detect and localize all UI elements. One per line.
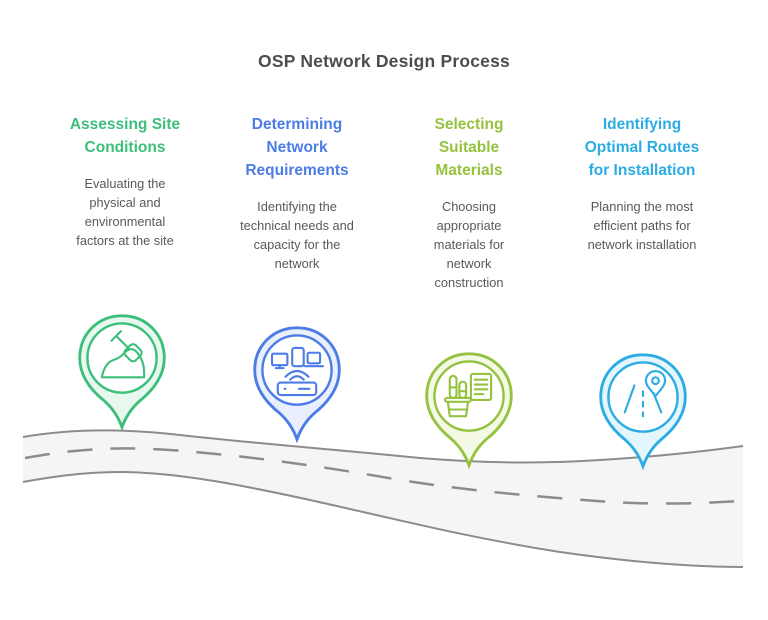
route-location-icon: [623, 370, 667, 418]
step-heading: Assessing Site Conditions: [69, 116, 181, 156]
step-heading: Selecting Suitable Materials: [434, 116, 504, 179]
shovel-mound-icon: [100, 330, 146, 379]
step-description: Planning the most efficient paths for ne…: [587, 199, 697, 252]
materials-document-icon: [443, 372, 493, 418]
road-center-dashed-line: [24, 447, 741, 505]
pin-marker-suitable-materials: [425, 352, 513, 470]
step-description: Choosing appropriate materials for netwo…: [433, 199, 505, 290]
road-bottom-edge: [22, 470, 744, 568]
step-description: Evaluating the physical and environmenta…: [76, 176, 174, 248]
step-description: Identifying the technical needs and capa…: [240, 199, 354, 271]
pin-marker-site-assessment: [78, 314, 166, 432]
network-devices-icon: [270, 346, 325, 397]
page-title: OSP Network Design Process: [258, 51, 510, 71]
step-column-network-requirements: Determining Network Requirements Identif…: [217, 113, 377, 273]
step-column-optimal-routes: Identifying Optimal Routes for Installat…: [562, 113, 722, 254]
road-top-edge: [22, 429, 744, 464]
step-column-suitable-materials: Selecting Suitable Materials Choosing ap…: [389, 113, 549, 292]
step-heading: Identifying Optimal Routes for Installat…: [584, 116, 700, 179]
pin-marker-optimal-routes: [599, 353, 687, 471]
pin-marker-network-requirements: [253, 326, 341, 444]
step-heading: Determining Network Requirements: [245, 116, 349, 179]
step-column-assessing-site: Assessing Site Conditions Evaluating the…: [45, 113, 205, 250]
